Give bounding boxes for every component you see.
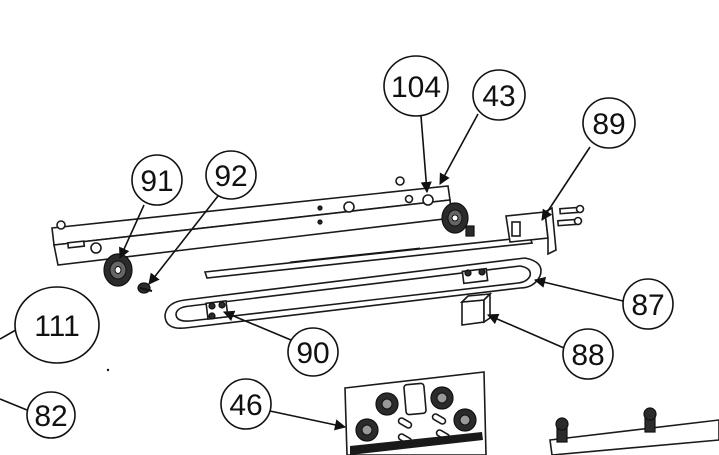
lower-right-bar (549, 407, 719, 455)
callout-90-label: 90 (296, 337, 329, 370)
bracket-89 (505, 206, 557, 256)
callout-92-label: 92 (214, 160, 247, 193)
screws-89 (557, 204, 585, 227)
callout-43-label: 43 (482, 80, 515, 113)
clamp-right (461, 267, 489, 285)
callout-87-label: 87 (631, 289, 664, 322)
callout-89: 89 (582, 97, 636, 149)
callout-90: 90 (287, 327, 339, 377)
callout-88-label: 88 (571, 339, 604, 372)
plate-46 (344, 371, 487, 455)
main-rail (51, 176, 453, 266)
guide-strip (203, 236, 534, 279)
callout-88: 88 (562, 328, 614, 380)
leader-lines (0, 113, 624, 431)
gear-91 (103, 253, 133, 287)
clamp-90 (205, 299, 229, 321)
screw-92 (137, 282, 153, 294)
bracket-88 (459, 292, 493, 326)
belt-87 (164, 257, 542, 330)
callout-87: 87 (622, 278, 674, 330)
gear-43 (441, 202, 475, 237)
callout-91: 91 (131, 154, 183, 206)
callout-82-label: 82 (34, 400, 67, 433)
callout-91-label: 91 (140, 165, 173, 198)
callout-89-label: 89 (592, 108, 625, 141)
callout-46: 46 (220, 378, 272, 430)
callout-43: 43 (472, 69, 526, 121)
callout-104: 104 (383, 55, 449, 117)
callout-92: 92 (205, 150, 257, 200)
callout-104-label: 104 (391, 71, 441, 104)
callout-111-label: 111 (34, 310, 80, 343)
stray-dot (106, 368, 110, 372)
plate-46-nuts (355, 386, 477, 442)
callout-46-label: 46 (229, 389, 262, 422)
callout-111: 111 (14, 286, 100, 364)
callout-82: 82 (26, 391, 76, 439)
